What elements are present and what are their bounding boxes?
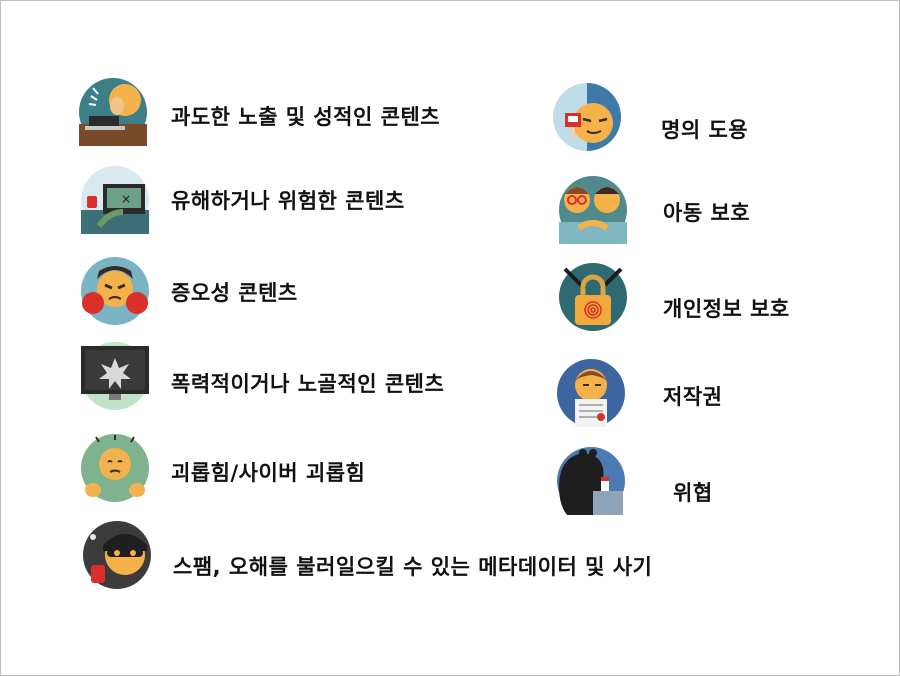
policy-label: 명의 도용: [661, 118, 749, 142]
nudity-icon: [79, 78, 147, 146]
harassment-icon: [81, 434, 149, 502]
policy-label: 스팸, 오해를 불러일으킬 수 있는 메타데이터 및 사기: [173, 555, 653, 579]
policy-label: 위협: [673, 481, 713, 505]
privacy-lock-icon: [559, 263, 627, 331]
policy-label: 과도한 노출 및 성적인 콘텐츠: [171, 105, 441, 129]
spam-scam-icon: [83, 521, 151, 589]
harmful-content-icon: ×: [81, 166, 149, 234]
hate-icon: [81, 257, 149, 325]
svg-text:×: ×: [121, 192, 131, 206]
violent-content-icon: [81, 342, 149, 410]
copyright-icon: [557, 359, 625, 427]
policy-label: 저작권: [663, 385, 723, 409]
impersonation-icon: [553, 83, 621, 151]
policy-label: 개인정보 보호: [663, 297, 790, 321]
policy-label: 아동 보호: [663, 201, 751, 225]
policy-label: 유해하거나 위험한 콘텐츠: [171, 189, 405, 213]
policy-label: 증오성 콘텐츠: [171, 281, 298, 305]
policy-label: 괴롭힘/사이버 괴롭힘: [171, 461, 366, 485]
policy-label: 폭력적이거나 노골적인 콘텐츠: [171, 372, 445, 396]
child-safety-icon: [559, 176, 627, 244]
threat-icon: [557, 447, 625, 515]
